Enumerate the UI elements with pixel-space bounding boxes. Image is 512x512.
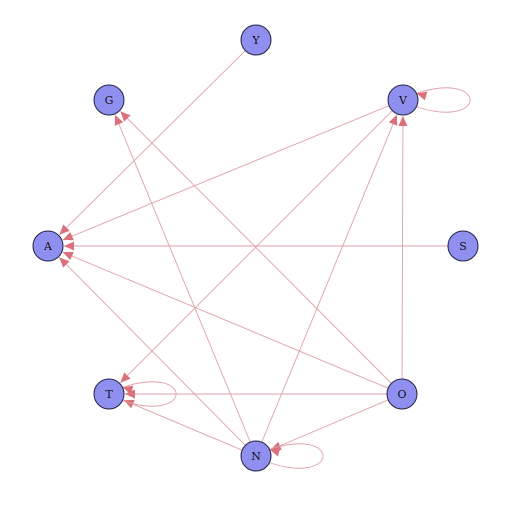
edge-v-to-t [119,110,393,384]
node-circle [93,378,125,410]
node-circle [387,84,419,116]
node-g[interactable]: G [93,84,125,116]
edge-v-to-v [416,87,471,113]
edge-y-to-a-arrowhead [59,224,70,235]
edge-o-to-t-arrowhead [125,389,135,399]
edge-n-to-v [261,114,398,443]
edge-n-to-g-arrowhead [114,114,124,126]
node-n[interactable]: N [240,440,272,472]
node-label: Y [251,34,260,47]
edge-o-to-a [62,251,389,389]
node-circle [447,230,479,262]
edge-o-to-g-arrowhead [120,111,131,122]
edge-n-to-t [123,399,243,451]
edge-n-to-a-arrowhead [59,257,70,268]
node-a[interactable]: A [32,230,64,262]
edge-o-to-v [401,115,404,380]
edge-v-to-v-arrowhead [416,91,428,101]
edge-t-to-t [122,381,177,407]
node-label: S [459,240,467,253]
edge-v-to-t-arrowhead [120,372,131,383]
node-circle [93,84,125,116]
node-circle [240,440,272,472]
node-circle [32,230,64,262]
edge-o-to-a-arrowhead [62,251,74,261]
node-label: A [43,240,53,253]
edge-t-to-t-arrowhead [122,385,134,395]
edge-o-to-n [270,399,389,451]
edge-v-to-a-arrowhead [62,231,74,241]
node-circle [240,24,272,56]
edge-v-to-a [62,105,390,241]
node-y[interactable]: Y [240,24,272,56]
node-v[interactable]: V [387,84,419,116]
node-label: T [105,388,113,401]
node-label: G [105,94,114,107]
node-o[interactable]: O [386,378,418,410]
edge-n-to-g [114,114,251,443]
edge-n-to-v-arrowhead [388,114,398,126]
node-circle [386,378,418,410]
node-layer: Y G V A S T O N [32,24,479,472]
edge-y-to-a [59,50,246,236]
edge-o-to-v-arrowhead [398,116,408,127]
node-label: O [397,388,406,401]
node-label: N [251,450,261,463]
node-t[interactable]: T [93,378,125,410]
edge-s-to-a-arrowhead [64,241,74,251]
edge-layer [58,50,471,469]
node-s[interactable]: S [447,230,479,262]
edge-n-to-n-arrowhead [269,447,281,457]
edge-n-to-n [269,443,324,469]
node-label: V [398,94,408,107]
edge-n-to-a [58,257,246,446]
